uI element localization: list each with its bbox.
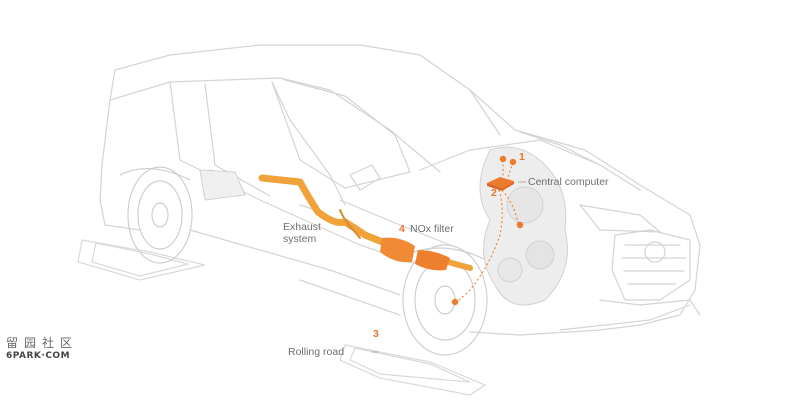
exhaust-label-line2: system: [283, 233, 317, 245]
exhaust-pipe: [258, 174, 473, 271]
central-computer-shape: [487, 177, 514, 191]
exhaust-label-line1: Exhaust: [283, 221, 321, 233]
watermark: 留园社区 6PARK·COM: [6, 334, 88, 361]
callout-number-3: 3: [373, 328, 379, 340]
callout-number-4: 4: [399, 223, 405, 235]
exhaust-system-label: Exhaust system: [283, 221, 321, 245]
central-computer-label: Central computer: [528, 176, 609, 188]
engine-internals: [199, 146, 568, 306]
callout-number-1: 1: [519, 151, 525, 163]
watermark-site: 6PARK·COM: [6, 351, 71, 361]
callout-lines: [454, 160, 519, 303]
leader-lines: [372, 181, 526, 353]
rear-wheel: [119, 166, 193, 264]
watermark-chinese: 留园社区: [6, 336, 79, 350]
callout-number-2: 2: [491, 187, 497, 199]
rolling-road-label: Rolling road: [288, 346, 345, 358]
nox-filter-label: NOx filter: [410, 223, 454, 235]
car-body: [99, 44, 701, 336]
sensor-dots: [451, 155, 524, 306]
nox-filter-shape: [380, 237, 450, 271]
